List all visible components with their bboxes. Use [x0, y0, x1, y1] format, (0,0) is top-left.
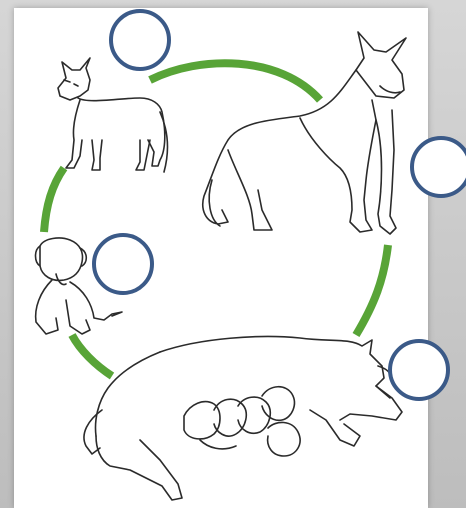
answer-circle-mother-with-puppies[interactable]	[390, 341, 448, 399]
answer-circle-young-dog[interactable]	[111, 11, 169, 69]
cycle-arc-puppy-to-young	[44, 168, 64, 232]
cycle-arc-young-to-adult	[150, 63, 320, 100]
answer-circle-puppy[interactable]	[94, 235, 152, 293]
cycle-arrows	[44, 63, 388, 376]
cycle-arc-mother-to-puppy	[72, 335, 112, 376]
cycle-arc-adult-to-mother	[356, 245, 388, 335]
mother-with-puppies-illustration	[84, 337, 402, 500]
answer-circle-adult-dog[interactable]	[412, 138, 466, 196]
